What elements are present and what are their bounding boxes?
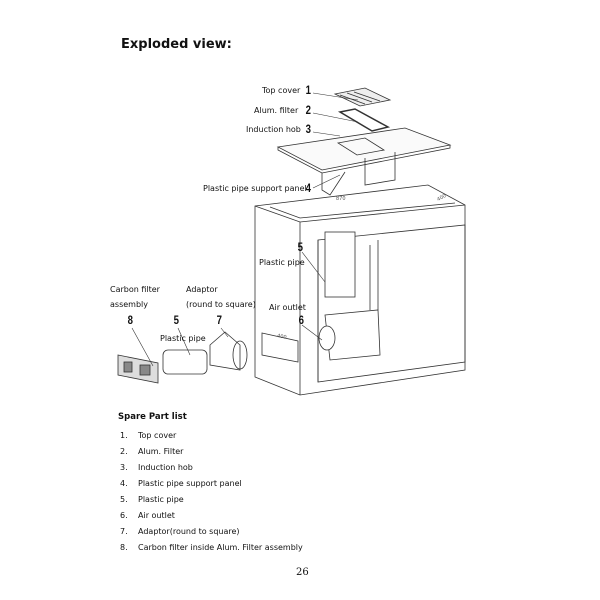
callout-7: 7 (216, 313, 223, 327)
item-number: 7. (120, 527, 128, 536)
item-number: 6. (120, 511, 128, 520)
induction-hob-drawing (276, 127, 452, 196)
adaptor-drawing (209, 331, 248, 371)
item-number: 4. (120, 479, 128, 488)
item-number: 5. (120, 495, 128, 504)
label-carbon-filter: Carbon filter (110, 285, 160, 294)
alum-filter-drawing (337, 108, 391, 132)
label-alum-filter: Alum. filter (254, 106, 299, 115)
item-text: Air outlet (138, 511, 175, 520)
item-text: Adaptor(round to square) (138, 527, 240, 536)
item-text: Plastic pipe support panel (138, 479, 242, 488)
callout-5: 5 (297, 240, 304, 254)
list-item: 2. Alum. Filter (120, 447, 183, 456)
item-text: Induction hob (138, 463, 193, 472)
label-plastic-pipe-2: Plastic pipe (160, 334, 206, 343)
list-item: 6. Air outlet (120, 511, 175, 520)
callout-5b: 5 (173, 313, 180, 327)
carbon-filter-drawing (117, 354, 159, 384)
top-cover-drawing (333, 87, 392, 107)
label-adaptor-2: (round to square) (186, 300, 256, 309)
item-number: 3. (120, 463, 128, 472)
label-adaptor: Adaptor (186, 285, 218, 294)
plastic-pipe-drawing (162, 349, 208, 375)
item-text: Carbon filter inside Alum. Filter assemb… (138, 543, 303, 552)
label-air-outlet: Air outlet (269, 303, 306, 312)
label-plastic-pipe: Plastic pipe (259, 258, 305, 267)
item-number: 2. (120, 447, 128, 456)
dimension-width: 870 (336, 196, 346, 202)
label-support-panel: Plastic pipe support panel (203, 184, 307, 193)
label-top-cover: Top cover (262, 86, 301, 95)
page-number: 26 (296, 567, 309, 578)
callout-2: 2 (305, 103, 312, 117)
leader-lines (131, 92, 359, 367)
item-text: Plastic pipe (138, 495, 184, 504)
callout-3: 3 (305, 122, 312, 136)
callout-4: 4 (305, 181, 312, 195)
list-item: 3. Induction hob (120, 463, 193, 472)
item-number: 1. (120, 431, 128, 440)
item-text: Top cover (138, 431, 177, 440)
label-carbon-filter-2: assembly (110, 300, 148, 309)
callout-1: 1 (305, 83, 312, 97)
list-item: 8. Carbon filter inside Alum. Filter asse… (120, 543, 303, 552)
item-text: Alum. Filter (138, 447, 184, 456)
list-item: 7. Adaptor(round to square) (120, 527, 240, 536)
list-item: 5. Plastic pipe (120, 495, 184, 504)
spare-part-title: Spare Part list (118, 412, 187, 422)
list-item: 1. Top cover (120, 431, 176, 440)
list-item: 4. Plastic pipe support panel (120, 479, 242, 488)
label-induction-hob: Induction hob (246, 125, 301, 134)
cabinet-drawing (254, 184, 466, 396)
page-title: Exploded view: (121, 37, 232, 52)
callout-6: 6 (298, 313, 305, 327)
item-number: 8. (120, 543, 128, 552)
callout-8: 8 (127, 313, 134, 327)
